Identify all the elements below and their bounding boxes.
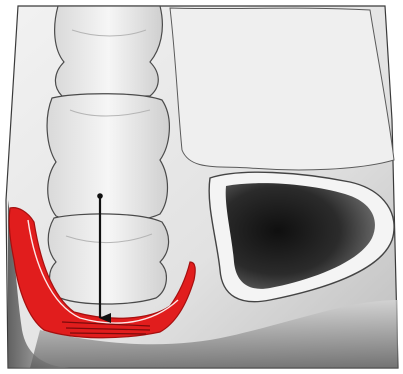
right-upper-tissue bbox=[170, 8, 394, 170]
bone-segment-middle bbox=[47, 94, 169, 223]
bone-segment-lower bbox=[48, 214, 168, 304]
bone-column bbox=[47, 6, 169, 304]
bone-segment-top bbox=[55, 6, 163, 96]
